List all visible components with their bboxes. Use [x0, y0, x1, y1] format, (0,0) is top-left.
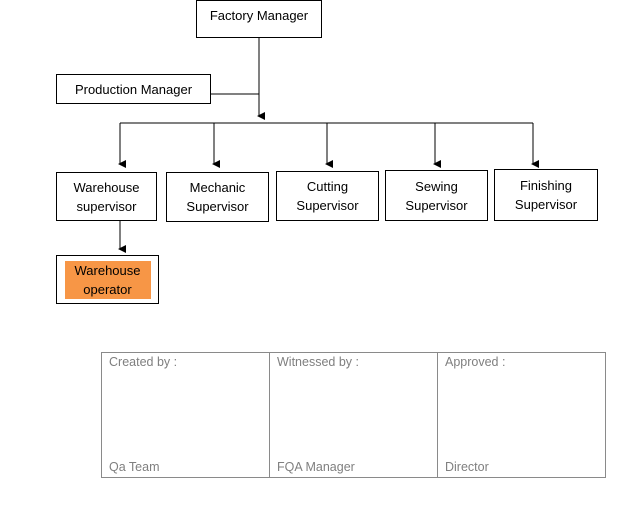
- finishing-supervisor-label: Finishing Supervisor: [514, 178, 578, 212]
- created-by-label: Created by :: [109, 355, 178, 369]
- production-manager-box: Production Manager: [56, 74, 211, 104]
- signoff-table: Created by : Qa Team Witnessed by : FQA …: [101, 352, 606, 478]
- factory-manager-label: Factory Manager: [209, 8, 309, 23]
- approved-cell: Approved : Director: [437, 353, 605, 477]
- approved-label: Approved :: [445, 355, 506, 369]
- warehouse-operator-box: Warehouse operator: [56, 255, 159, 304]
- created-by-cell: Created by : Qa Team: [102, 353, 269, 477]
- factory-manager-box: Factory Manager: [196, 0, 322, 38]
- created-by-value: Qa Team: [109, 460, 160, 474]
- witnessed-by-label: Witnessed by :: [277, 355, 359, 369]
- warehouse-supervisor-box: Warehouse supervisor: [56, 172, 157, 221]
- mechanic-supervisor-label: Mechanic Supervisor: [186, 180, 249, 214]
- cutting-supervisor-box: Cutting Supervisor: [276, 171, 379, 221]
- mechanic-supervisor-box: Mechanic Supervisor: [166, 172, 269, 222]
- cutting-supervisor-label: Cutting Supervisor: [296, 179, 359, 213]
- finishing-supervisor-box: Finishing Supervisor: [494, 169, 598, 221]
- witnessed-by-cell: Witnessed by : FQA Manager: [269, 353, 437, 477]
- warehouse-operator-label: Warehouse operator: [64, 260, 151, 299]
- sewing-supervisor-label: Sewing Supervisor: [405, 178, 468, 213]
- warehouse-supervisor-label: Warehouse supervisor: [73, 179, 140, 214]
- approved-value: Director: [445, 460, 489, 474]
- sewing-supervisor-box: Sewing Supervisor: [385, 170, 488, 221]
- production-manager-label: Production Manager: [74, 81, 193, 97]
- witnessed-by-value: FQA Manager: [277, 460, 355, 474]
